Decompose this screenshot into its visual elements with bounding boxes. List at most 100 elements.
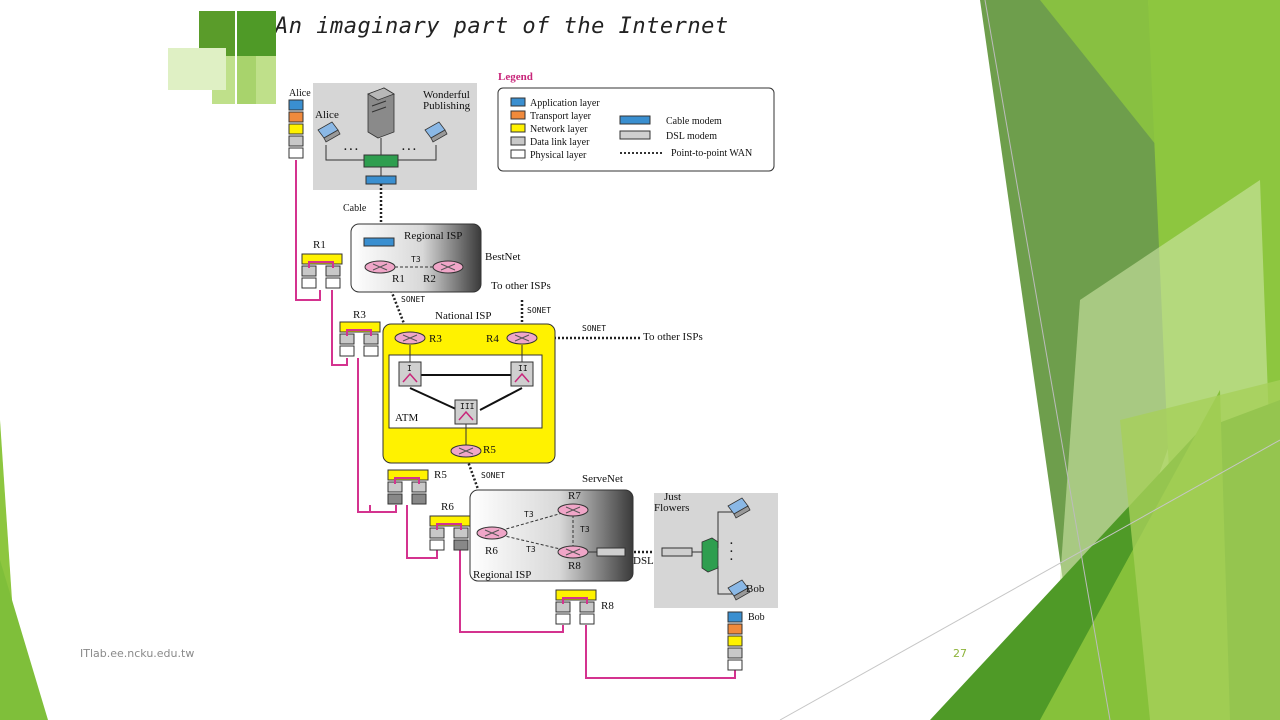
server-icon xyxy=(367,87,395,139)
router-r8-label: R8 xyxy=(568,560,581,572)
atm-label: ATM xyxy=(395,412,418,424)
legend-swatch-physical xyxy=(510,149,526,159)
router-r7-icon xyxy=(557,503,589,517)
lan-switch-icon xyxy=(363,154,399,168)
router-r3-label: R3 xyxy=(429,333,442,345)
stack-label-alice: Alice xyxy=(289,88,311,99)
atm-switch-i-icon xyxy=(398,361,422,387)
bob-switch-icon xyxy=(701,537,719,573)
to-other-isps-top: To other ISPs xyxy=(491,280,551,292)
regional-isp-bestnet: Regional ISP T3 R1 R2 xyxy=(350,223,482,293)
ellipsis-right: . . . xyxy=(402,141,416,153)
r1-protocol-stack xyxy=(301,253,343,289)
legend-cable-modem: Cable modem xyxy=(666,116,722,127)
stack-label-r6: R6 xyxy=(441,501,454,513)
stack-label-r1: R1 xyxy=(313,239,326,251)
legend-title: Legend xyxy=(498,71,533,83)
alice-host-label: Alice xyxy=(315,109,339,121)
stack-label-bob: Bob xyxy=(748,612,765,623)
title-decoration-squares xyxy=(168,0,276,108)
bottom-site: Just Flowers . . . Bob xyxy=(654,491,778,608)
router-r1-icon xyxy=(364,260,396,274)
router-r6-icon xyxy=(476,526,508,540)
bottom-ellipsis-1: . xyxy=(730,535,733,547)
bob-host-label: Bob xyxy=(746,583,765,595)
stack-label-r3: R3 xyxy=(353,309,366,321)
servenet-t3-label-2: T3 xyxy=(580,525,590,534)
footer-url: ITlab.ee.ncku.edu.tw xyxy=(80,647,195,660)
router-r1-label: R1 xyxy=(392,273,405,285)
national-isp-label: National ISP xyxy=(435,310,492,322)
cable-label: Cable xyxy=(343,203,367,214)
r8-protocol-stack xyxy=(555,589,597,625)
sonet-label-3: SONET xyxy=(582,324,606,333)
bob-protocol-stack xyxy=(727,611,743,671)
switch-iii-label: III xyxy=(460,402,475,411)
router-r2-label: R2 xyxy=(423,273,436,285)
servenet-name: ServeNet xyxy=(582,473,623,485)
servenet-regional-isp-label: Regional ISP xyxy=(473,569,531,581)
legend-layer-network: Network layer xyxy=(530,124,588,135)
servenet-dsl-modem-icon xyxy=(596,547,626,557)
top-site: Alice Wonderful Publishing . . . . . . xyxy=(313,83,477,190)
legend-swatch-application xyxy=(510,97,526,107)
dsl-label: DSL xyxy=(633,555,654,567)
page-number: 27 xyxy=(953,647,967,660)
router-r6-label: R6 xyxy=(485,545,498,557)
sonet-label-1: SONET xyxy=(401,295,425,304)
wonderful-publishing-line2: Publishing xyxy=(423,100,471,112)
switch-i-label: I xyxy=(407,364,412,373)
national-isp: National ISP I II III ATM R3 R4 R5 xyxy=(382,310,556,464)
bottom-ellipsis-2: . xyxy=(730,543,733,555)
servenet-t3-label-3: T3 xyxy=(526,545,536,554)
legend-cable-modem-icon xyxy=(619,115,651,125)
router-r5-label: R5 xyxy=(483,444,496,456)
bestnet-t3-label: T3 xyxy=(411,255,421,264)
switch-ii-label: II xyxy=(518,364,528,373)
legend-swatch-transport xyxy=(510,110,526,120)
just-flowers-line2: Flowers xyxy=(654,502,689,514)
bestnet-cable-modem-icon xyxy=(363,237,395,247)
legend-layer-physical: Physical layer xyxy=(530,150,587,161)
router-r2-icon xyxy=(432,260,464,274)
cable-modem-icon xyxy=(365,175,397,185)
router-r4-icon xyxy=(506,331,538,345)
just-flowers-line1: Just xyxy=(664,491,681,503)
stack-label-r8: R8 xyxy=(601,600,614,612)
sonet-label-4: SONET xyxy=(481,471,505,480)
router-r4-label: R4 xyxy=(486,333,499,345)
r5-protocol-stack xyxy=(387,469,429,505)
router-r7-label: R7 xyxy=(568,490,581,502)
bottom-ellipsis-3: . xyxy=(730,551,733,563)
legend-dsl-modem-icon xyxy=(619,130,651,140)
legend-layer-transport: Transport layer xyxy=(530,111,592,122)
wonderful-publishing-line1: Wonderful xyxy=(423,89,470,101)
router-r5-icon xyxy=(450,444,482,458)
router-r8-icon xyxy=(557,545,589,559)
atm-switch-iii-icon xyxy=(454,399,478,425)
legend-layer-datalink: Data link layer xyxy=(530,137,590,148)
legend-dsl-modem: DSL modem xyxy=(666,131,717,142)
to-other-isps-right: To other ISPs xyxy=(643,331,703,343)
stack-connection-lines xyxy=(295,160,736,679)
regional-isp-servenet: ServeNet R6 R7 R8 T3 T3 T3 Regional ISP xyxy=(469,473,634,582)
atm-switch-ii-icon xyxy=(510,361,534,387)
r6-protocol-stack xyxy=(429,515,471,551)
router-r3-icon xyxy=(394,331,426,345)
ellipsis-left: . . . xyxy=(344,141,358,153)
legend: Legend Application layer Transport layer… xyxy=(497,71,775,172)
stack-label-r5: R5 xyxy=(434,469,447,481)
bestnet-name: BestNet xyxy=(485,251,520,263)
r3-protocol-stack xyxy=(339,321,381,357)
servenet-t3-label-1: T3 xyxy=(524,510,534,519)
bestnet-regional-isp-label: Regional ISP xyxy=(404,230,462,242)
legend-swatch-network xyxy=(510,123,526,133)
legend-swatch-datalink xyxy=(510,136,526,146)
legend-layer-application: Application layer xyxy=(530,98,600,109)
sonet-label-2: SONET xyxy=(527,306,551,315)
slide-title: An imaginary part of the Internet xyxy=(275,14,729,39)
alice-protocol-stack xyxy=(288,99,304,159)
legend-p2p-wan: Point-to-point WAN xyxy=(671,148,752,159)
